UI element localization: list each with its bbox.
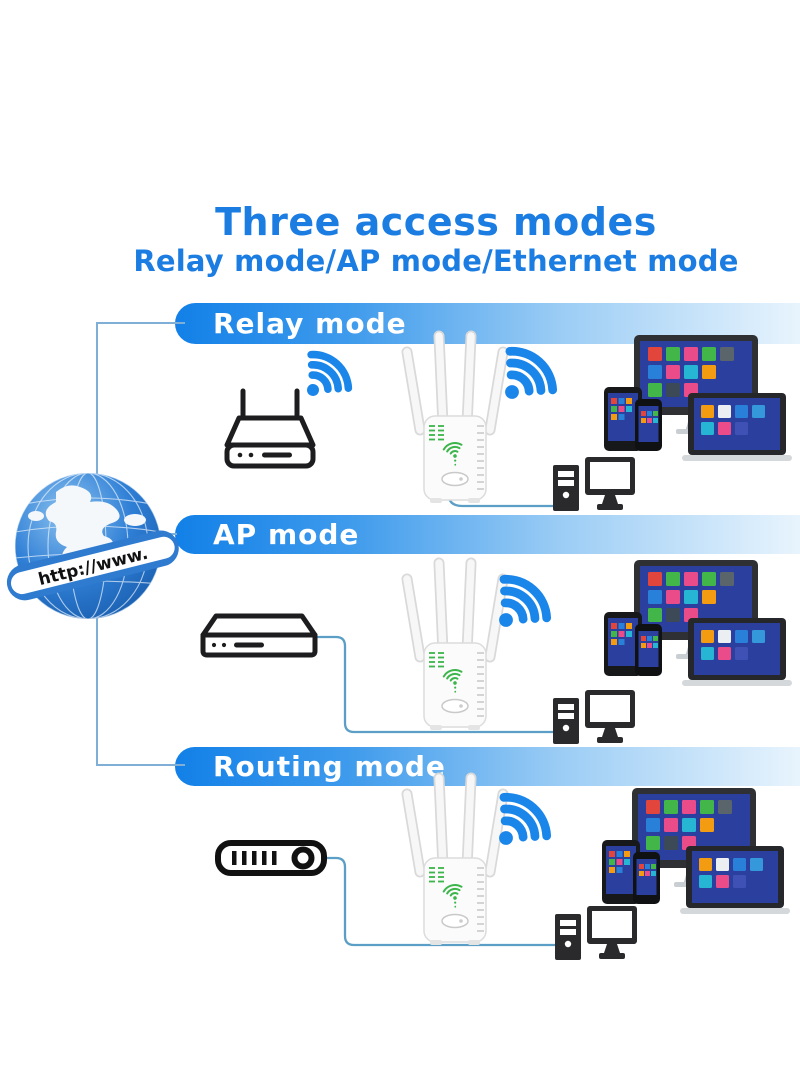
page-subtitle: Relay mode/AP mode/Ethernet mode: [133, 244, 739, 278]
smart-devices-cluster: [604, 335, 792, 461]
wifi-repeater-device: [407, 336, 503, 503]
desktop-pc-icon: [553, 690, 635, 744]
wireless-router-icon: [227, 391, 313, 466]
wifi-repeater-device: [407, 563, 503, 730]
page-title: Three access modes: [215, 200, 657, 244]
wifi-signal-icon: [290, 347, 355, 411]
desktop-pc-icon: [555, 906, 637, 960]
modem-icon: [203, 616, 315, 655]
cable-modem-icon: [218, 843, 324, 873]
internet-globe-icon: http://www.: [6, 473, 179, 619]
routing-mode-label: Routing mode: [213, 750, 446, 783]
desktop-pc-icon: [553, 457, 635, 511]
wifi-repeater-device: [407, 778, 503, 945]
routing-mode-banner: Routing mode: [175, 747, 800, 786]
ap-mode-label: AP mode: [213, 518, 360, 551]
ap-ethernet-wire: [312, 635, 558, 734]
relay-mode-label: Relay mode: [213, 307, 407, 340]
smart-devices-cluster: [602, 788, 790, 914]
smart-devices-cluster: [604, 560, 792, 686]
routing-ethernet-wire: [323, 856, 562, 947]
ap-mode-banner: AP mode: [175, 515, 800, 554]
